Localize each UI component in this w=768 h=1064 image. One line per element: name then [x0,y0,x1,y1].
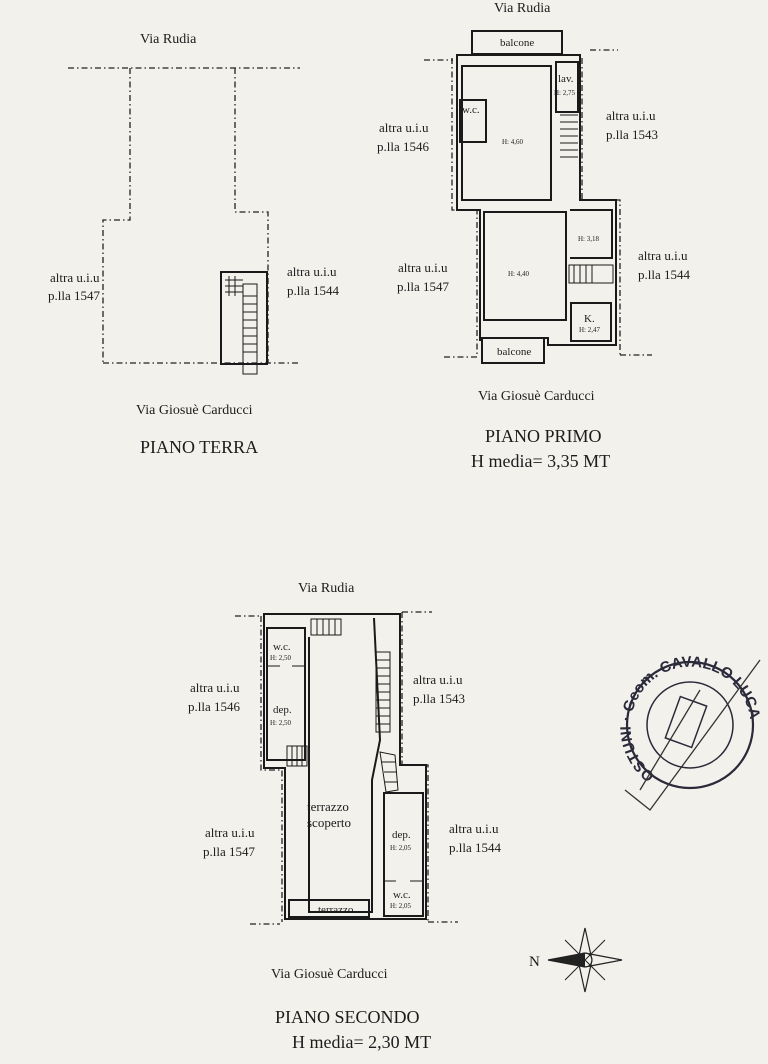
room-label: dep. [273,704,292,716]
boundary-line [451,58,478,357]
neighbor-label: altra u.i.u [190,680,240,695]
main-room-wall [461,65,552,201]
height-label: H: 2,50 [270,719,292,727]
neighbor-label: p.lla 1544 [638,267,690,282]
floor-title: PIANO SECONDO [275,1007,420,1027]
neighbor-label: altra u.i.u [379,120,429,135]
room-label: scoperto [307,815,351,830]
living-room-wall [483,211,567,321]
height-label: H: 2,05 [390,902,412,910]
room-label: lav. [558,73,574,85]
boundary-line [401,612,429,922]
neighbor-label: p.lla 1544 [287,283,339,298]
left-rooms [266,627,306,761]
neighbor-label: altra u.i.u [638,248,688,263]
surveyor-stamp: OSTUNI · Geom. CAVALLO LUCA [597,633,768,811]
neighbor-label: altra u.i.u [398,260,448,275]
neighbor-label: p.lla 1544 [449,840,501,855]
height-label: H: 2,47 [579,326,601,334]
height-label: H: 4,40 [508,270,530,278]
boundary-line [424,49,618,61]
staircase [286,618,399,793]
piano-secondo-plan: Via Rudia w.c. H: 2,50 dep. H: 2,50 terr… [188,581,501,1052]
h-media-label: H media= 2,30 MT [292,1032,431,1052]
street-label-top: Via Rudia [494,1,551,16]
boundary-line [250,921,458,925]
height-label: H: 3,18 [578,235,600,243]
room-label: w.c. [273,641,291,653]
height-label: H: 2,50 [270,654,292,662]
staircase [220,271,268,375]
kitchen-room [570,302,612,342]
street-label-bottom: Via Giosuè Carducci [271,967,388,982]
boundary-line [260,616,283,922]
height-label: H: 2,05 [390,844,412,852]
wc-room [459,99,487,143]
neighbor-label: p.lla 1547 [48,288,100,303]
room-label: terrazzo [318,904,354,916]
h-media-label: H media= 3,35 MT [471,451,610,471]
neighbor-label: altra u.i.u [413,672,463,687]
neighbor-label: p.lla 1543 [413,691,465,706]
height-label: H: 4,60 [502,138,524,146]
street-label-bottom: Via Giosuè Carducci [478,389,595,404]
neighbor-label: altra u.i.u [606,108,656,123]
balcone-top: balcone [471,30,563,55]
neighbor-label: p.lla 1543 [606,127,658,142]
north-compass-icon: N [529,927,623,993]
exterior-wall [263,613,427,920]
floor-title: PIANO PRIMO [485,426,602,446]
neighbor-label: altra u.i.u [205,825,255,840]
right-rooms [383,792,424,917]
neighbor-label: p.lla 1547 [397,279,449,294]
neighbor-label: p.lla 1546 [377,139,429,154]
balcone-bottom: balcone [481,337,545,364]
neighbor-label: p.lla 1546 [188,699,240,714]
room-label: w.c. [462,104,480,116]
boundary-line [234,68,269,363]
north-label: N [529,954,540,970]
street-label-top: Via Rudia [140,32,197,47]
neighbor-label: altra u.i.u [50,270,100,285]
street-label-bottom: Via Giosuè Carducci [136,403,253,418]
staircase [568,264,614,284]
terrazzo-scoperto-wall [308,617,382,913]
floor-title: PIANO TERRA [140,437,258,457]
neighbor-label: p.lla 1547 [203,844,255,859]
piano-terra-plan: Via Rudia altra u.i.u p.lla 1547 altra u… [48,32,339,457]
room-label: balcone [497,346,531,358]
boundary-line [444,354,652,358]
room-label: w.c. [393,889,411,901]
piano-primo-plan: Via Rudia balcone w.c. lav. H: 2,75 H: 4… [377,1,690,471]
room-wall [570,209,613,259]
terrazzo-room [288,899,370,918]
room-label: balcone [500,37,534,49]
boundary-line [235,611,432,617]
room-label: dep. [392,829,411,841]
exterior-wall [456,54,617,346]
room-label: terrazzo [307,799,349,814]
staircase [560,114,578,158]
height-label: H: 2,75 [554,89,576,97]
boundary-line [102,68,131,363]
boundary-line [581,58,621,355]
neighbor-label: altra u.i.u [287,264,337,279]
room-label: K. [584,313,595,325]
street-label-top: Via Rudia [298,581,355,596]
lav-room [555,61,579,113]
neighbor-label: altra u.i.u [449,821,499,836]
